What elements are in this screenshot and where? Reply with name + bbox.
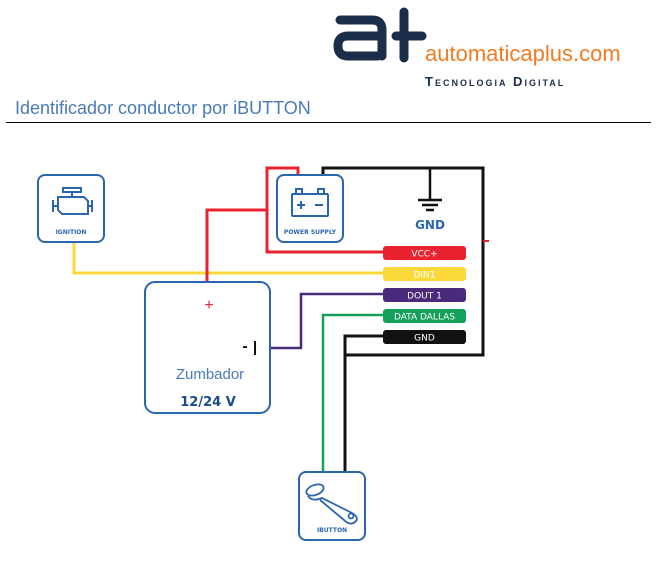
terminal-label: GND xyxy=(414,334,435,344)
wire-gnd-terminal-black xyxy=(343,334,385,473)
terminal-label: DATA DALLAS xyxy=(394,313,455,323)
terminal-pill xyxy=(383,330,466,344)
terminal-gnd: GND xyxy=(383,330,466,344)
ibutton-device: IBUTTON xyxy=(298,471,366,541)
ignition-label: IGNITION xyxy=(56,229,87,236)
ibutton-label: IBUTTON xyxy=(317,527,347,534)
logo-mark xyxy=(333,7,427,63)
wire-vcc-red xyxy=(265,166,385,254)
brand-name: automaticaplus.com xyxy=(425,41,621,66)
brand-tagline: Tecnologia Digital xyxy=(425,74,565,89)
logo: automaticaplus.com Tecnologia Digital xyxy=(333,7,621,89)
buzzer-name: Zumbador xyxy=(176,366,244,383)
ignition-device: IGNITION xyxy=(37,174,105,243)
terminal-label: DOUT 1 xyxy=(407,292,442,302)
wire-buzzer-plus-red xyxy=(205,208,267,284)
terminal-pill xyxy=(383,309,466,323)
power-supply-device: POWER SUPPLY xyxy=(276,174,344,243)
power-supply-label: POWER SUPPLY xyxy=(284,229,337,236)
buzzer-plus-terminal: + xyxy=(204,297,213,314)
wire-gnd-black xyxy=(321,166,485,357)
ground-symbol xyxy=(418,168,442,212)
buzzer-minus-terminal: - xyxy=(242,338,247,355)
wire-data-dallas-green xyxy=(321,313,385,473)
terminal-dout-1: DOUT 1 xyxy=(383,288,466,302)
terminal-pill xyxy=(383,267,466,281)
terminal-pill xyxy=(383,288,466,302)
terminal-vcc-: VCC+ xyxy=(383,246,466,260)
terminal-din1: DIN1 xyxy=(383,267,466,281)
page-title: Identificador conductor por iBUTTON xyxy=(15,98,311,118)
ibutton-key-icon xyxy=(305,483,358,525)
terminal-pill xyxy=(383,246,466,260)
battery-icon xyxy=(291,188,329,217)
terminal-data-dallas: DATA DALLAS xyxy=(383,309,466,323)
buzzer-device: + - Zumbador 12/24 V xyxy=(144,281,271,414)
engine-icon xyxy=(52,187,93,215)
terminal-label: DIN1 xyxy=(413,271,435,281)
wire-ignition-yellow xyxy=(72,242,385,275)
terminal-label: VCC+ xyxy=(411,250,437,260)
ground-label: GND xyxy=(415,218,445,232)
wire-dout-purple xyxy=(256,292,385,350)
buzzer-voltage: 12/24 V xyxy=(180,395,236,410)
